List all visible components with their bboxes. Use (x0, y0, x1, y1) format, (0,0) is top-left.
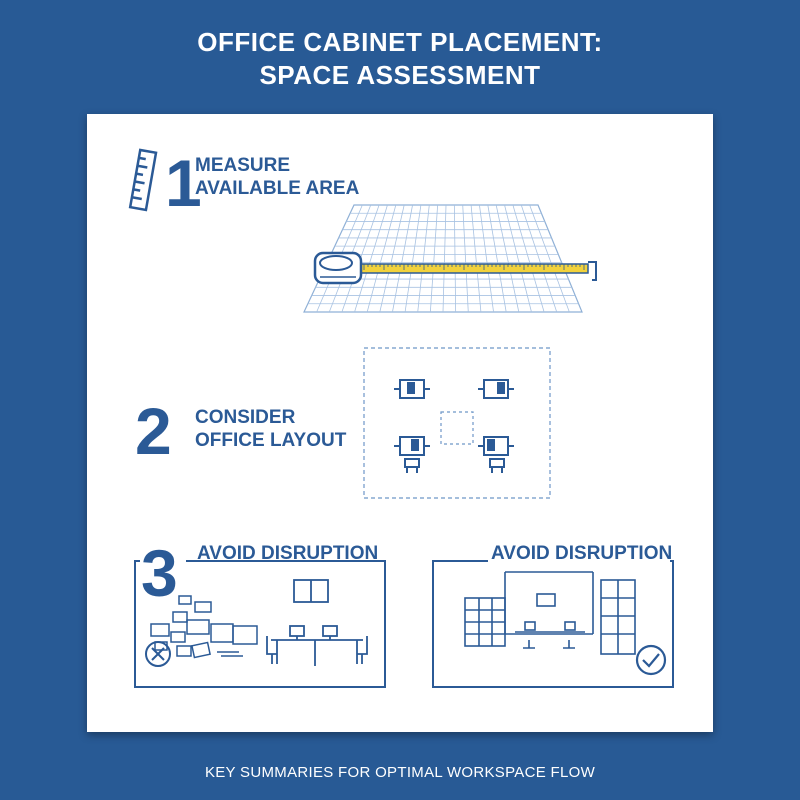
step-1-number: 1 (165, 146, 202, 220)
title-line-1: OFFICE CABINET PLACEMENT: (197, 27, 603, 57)
infographic-card: 1 MEASURE AVAILABLE AREA 2 CONSIDER OFFI… (87, 114, 713, 732)
step-2-label-line-1: CONSIDER (195, 407, 296, 428)
desk-icon (478, 436, 514, 473)
office-layout-diagram (363, 347, 551, 499)
panel-right-label: AVOID DISRUPTION (491, 543, 673, 564)
step-2-label: CONSIDER OFFICE LAYOUT (195, 406, 346, 452)
step-2-label-line-2: OFFICE LAYOUT (195, 430, 347, 451)
panel-frame-right (432, 560, 674, 688)
step-1-label: MEASURE AVAILABLE AREA (195, 154, 359, 200)
title-line-2: SPACE ASSESSMENT (259, 60, 541, 90)
desk-icon (394, 379, 430, 399)
x-circle-icon (145, 641, 171, 667)
desk-icon (478, 379, 514, 399)
tape-measure-icon (313, 251, 597, 285)
ruler-icon (128, 148, 158, 212)
step-2-number: 2 (135, 394, 172, 468)
footer-caption: KEY SUMMARIES FOR OPTIMAL WORKSPACE FLOW (204, 764, 596, 781)
check-circle-icon (635, 644, 667, 676)
cluttered-office-illustration (145, 579, 368, 667)
step-1-label-line-2: AVAILABLE AREA (195, 178, 360, 199)
organized-office-illustration (464, 571, 667, 676)
step-3-label: AVOID DISRUPTION (197, 543, 379, 564)
desk-icon (394, 436, 430, 473)
page-title: OFFICE CABINET PLACEMENT: SPACE ASSESSME… (0, 26, 800, 92)
panel-frame-left (134, 560, 386, 688)
step-3-number: 3 (141, 536, 178, 610)
step-1-label-line-1: MEASURE (195, 155, 291, 176)
